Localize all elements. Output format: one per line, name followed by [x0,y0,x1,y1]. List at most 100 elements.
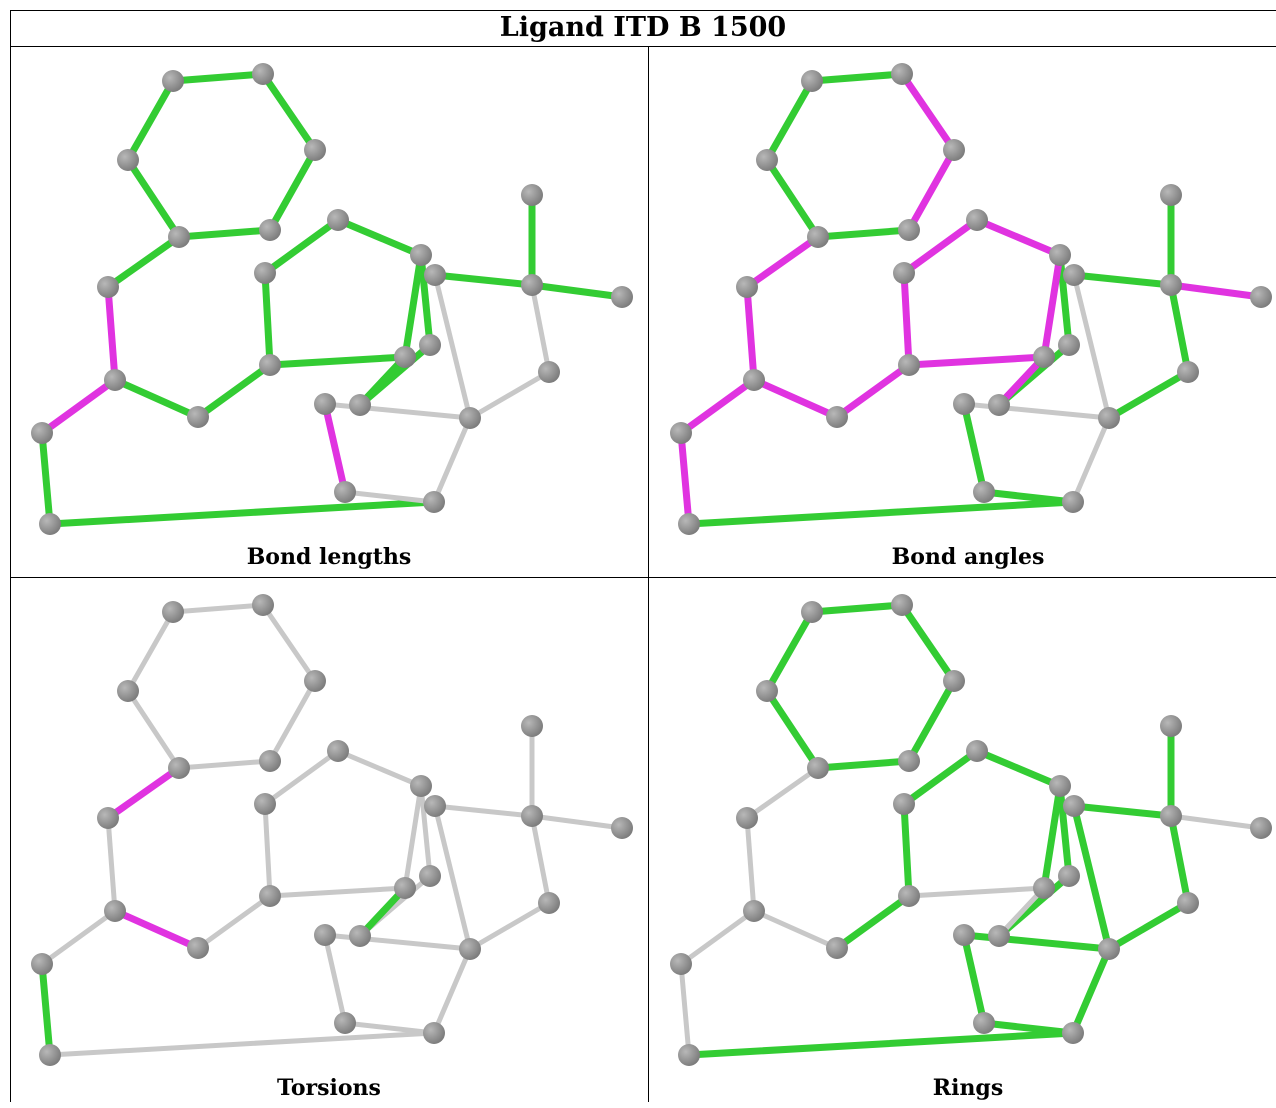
bond-5 [763,77,816,164]
atom-16 [1063,795,1085,817]
atom-20 [1177,892,1199,914]
bond-26 [467,900,552,952]
bond-22 [431,271,536,289]
atom-10 [187,937,209,959]
bond-30 [322,932,473,952]
atom-2 [943,139,965,161]
table-border-left [10,10,11,1102]
atom-26 [394,877,416,899]
atom-21 [1098,938,1120,960]
bond-24 [529,813,625,831]
atom-13 [966,209,988,231]
atom-24 [314,924,336,946]
bond-12 [262,801,273,899]
atom-6 [736,807,758,829]
atom-1 [252,63,274,85]
atom-19 [1250,817,1272,839]
atom-17 [1160,184,1182,206]
bond-2 [905,677,958,765]
bond-18 [685,1029,1077,1059]
bond-27 [432,803,473,952]
panel-bond-lengths: Bond lengths [10,47,648,577]
bond-24 [1168,813,1264,831]
bond-6 [104,764,183,822]
bond-13 [262,748,341,807]
bond-5 [125,609,176,694]
bond-10 [751,908,840,951]
atoms-group [670,594,1272,1066]
atoms-group [670,63,1272,535]
bond-29 [342,489,437,505]
atom-11 [898,354,920,376]
atom-1 [891,63,913,85]
atom-25 [349,925,371,947]
bond-10 [111,376,202,421]
bond-8 [39,908,118,967]
atom-6 [97,276,119,298]
atom-24 [953,393,975,415]
atom-8 [670,953,692,975]
bond-3 [814,757,913,772]
bond-25 [1167,812,1192,907]
atom-20 [538,892,560,914]
bond-17 [322,932,348,1026]
atom-17 [521,715,543,737]
atom-7 [743,900,765,922]
bond-25 [529,282,552,375]
bond-29 [980,488,1077,506]
bond-22 [432,803,535,819]
bond-21 [1040,251,1064,361]
bond-5 [763,608,816,695]
caption-torsions: Torsions [277,1075,381,1101]
bond-0 [808,601,906,616]
atoms-group [31,594,633,1066]
bond-1 [898,601,958,685]
bond-11 [833,361,913,421]
bond-4 [763,156,822,241]
atom-18 [521,274,543,296]
atom-22 [1062,1022,1084,1044]
panel-torsions: Torsions [10,578,648,1108]
caption-rings: Rings [932,1075,1004,1101]
atom-22 [423,1022,445,1044]
atom-12 [254,793,276,815]
atom-16 [1063,264,1085,286]
atom-5 [117,680,139,702]
atom-23 [973,1012,995,1034]
atom-8 [31,422,53,444]
atom-10 [187,406,209,428]
bond-26 [1105,368,1192,422]
atom-18 [1160,805,1182,827]
bond-4 [125,688,182,771]
bond-9 [38,429,54,528]
atom-0 [162,601,184,623]
bond-7 [743,283,758,384]
bond-3 [175,226,274,241]
atom-12 [893,793,915,815]
atom-10 [826,406,848,428]
atom-5 [756,149,778,171]
bond-27 [432,272,473,421]
bond-7 [104,283,119,384]
bond-26 [1105,899,1192,953]
atom-7 [104,369,126,391]
bond-3 [176,758,273,771]
figure-title: Ligand ITD B 1500 [499,12,787,43]
bonds-group [677,70,1265,528]
atom-13 [327,209,349,231]
bond-1 [259,70,319,154]
bond-15 [417,251,434,349]
atom-9 [678,513,700,535]
bond-10 [750,376,841,421]
atom-4 [168,757,190,779]
bond-2 [905,146,958,234]
bond-21 [401,251,425,361]
atom-6 [97,807,119,829]
atom-15 [419,334,441,356]
bond-11 [194,361,274,421]
atom-16 [424,795,446,817]
atom-8 [670,422,692,444]
atom-15 [419,865,441,887]
figure-table: Ligand ITD B 1500 Bond lengths Bond angl… [10,10,1276,1102]
bonds-group [678,601,1264,1059]
